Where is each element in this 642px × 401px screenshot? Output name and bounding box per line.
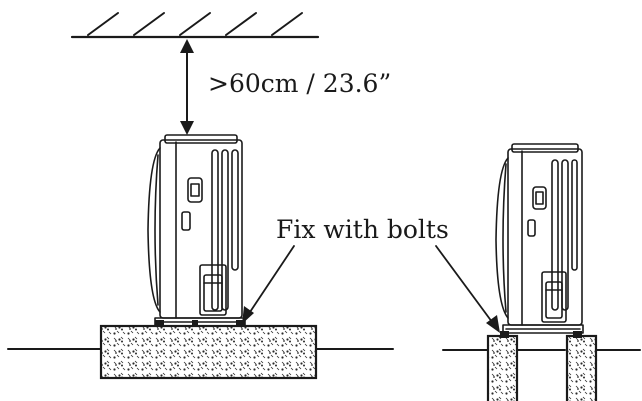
outdoor-unit-right xyxy=(495,143,584,334)
concrete-block xyxy=(99,324,318,380)
clearance-label: >60cm / 23.6” xyxy=(208,69,391,98)
clearance-arrow-icon xyxy=(180,39,194,135)
pointer-arrow-right-icon xyxy=(435,245,500,333)
concrete-pillar-right xyxy=(565,334,598,401)
bolts-left xyxy=(155,320,245,327)
ceiling xyxy=(70,12,320,39)
pointer-arrow-left-icon xyxy=(242,245,295,324)
outdoor-unit-left xyxy=(147,134,246,327)
bolts-label: Fix with bolts xyxy=(276,215,449,244)
concrete-pillar-left xyxy=(486,334,519,401)
bolts-right xyxy=(500,331,582,338)
